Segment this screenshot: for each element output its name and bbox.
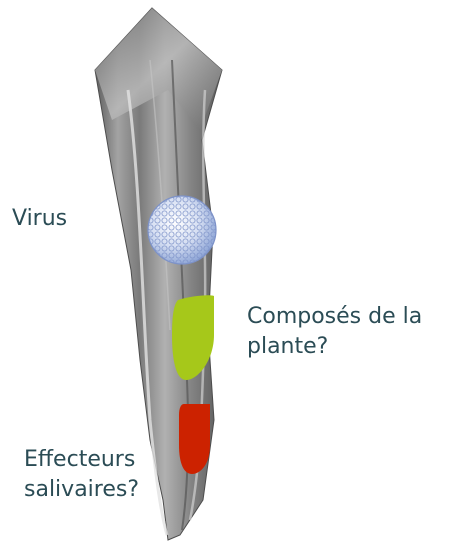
salivary-effectors-blob: [179, 404, 210, 474]
salivary-effectors-label: Effecteurs salivaires?: [24, 445, 139, 505]
virus-label: Virus: [12, 204, 67, 234]
plant-compounds-label: Composés de la plante?: [247, 302, 422, 362]
virus-particle: [148, 196, 216, 264]
